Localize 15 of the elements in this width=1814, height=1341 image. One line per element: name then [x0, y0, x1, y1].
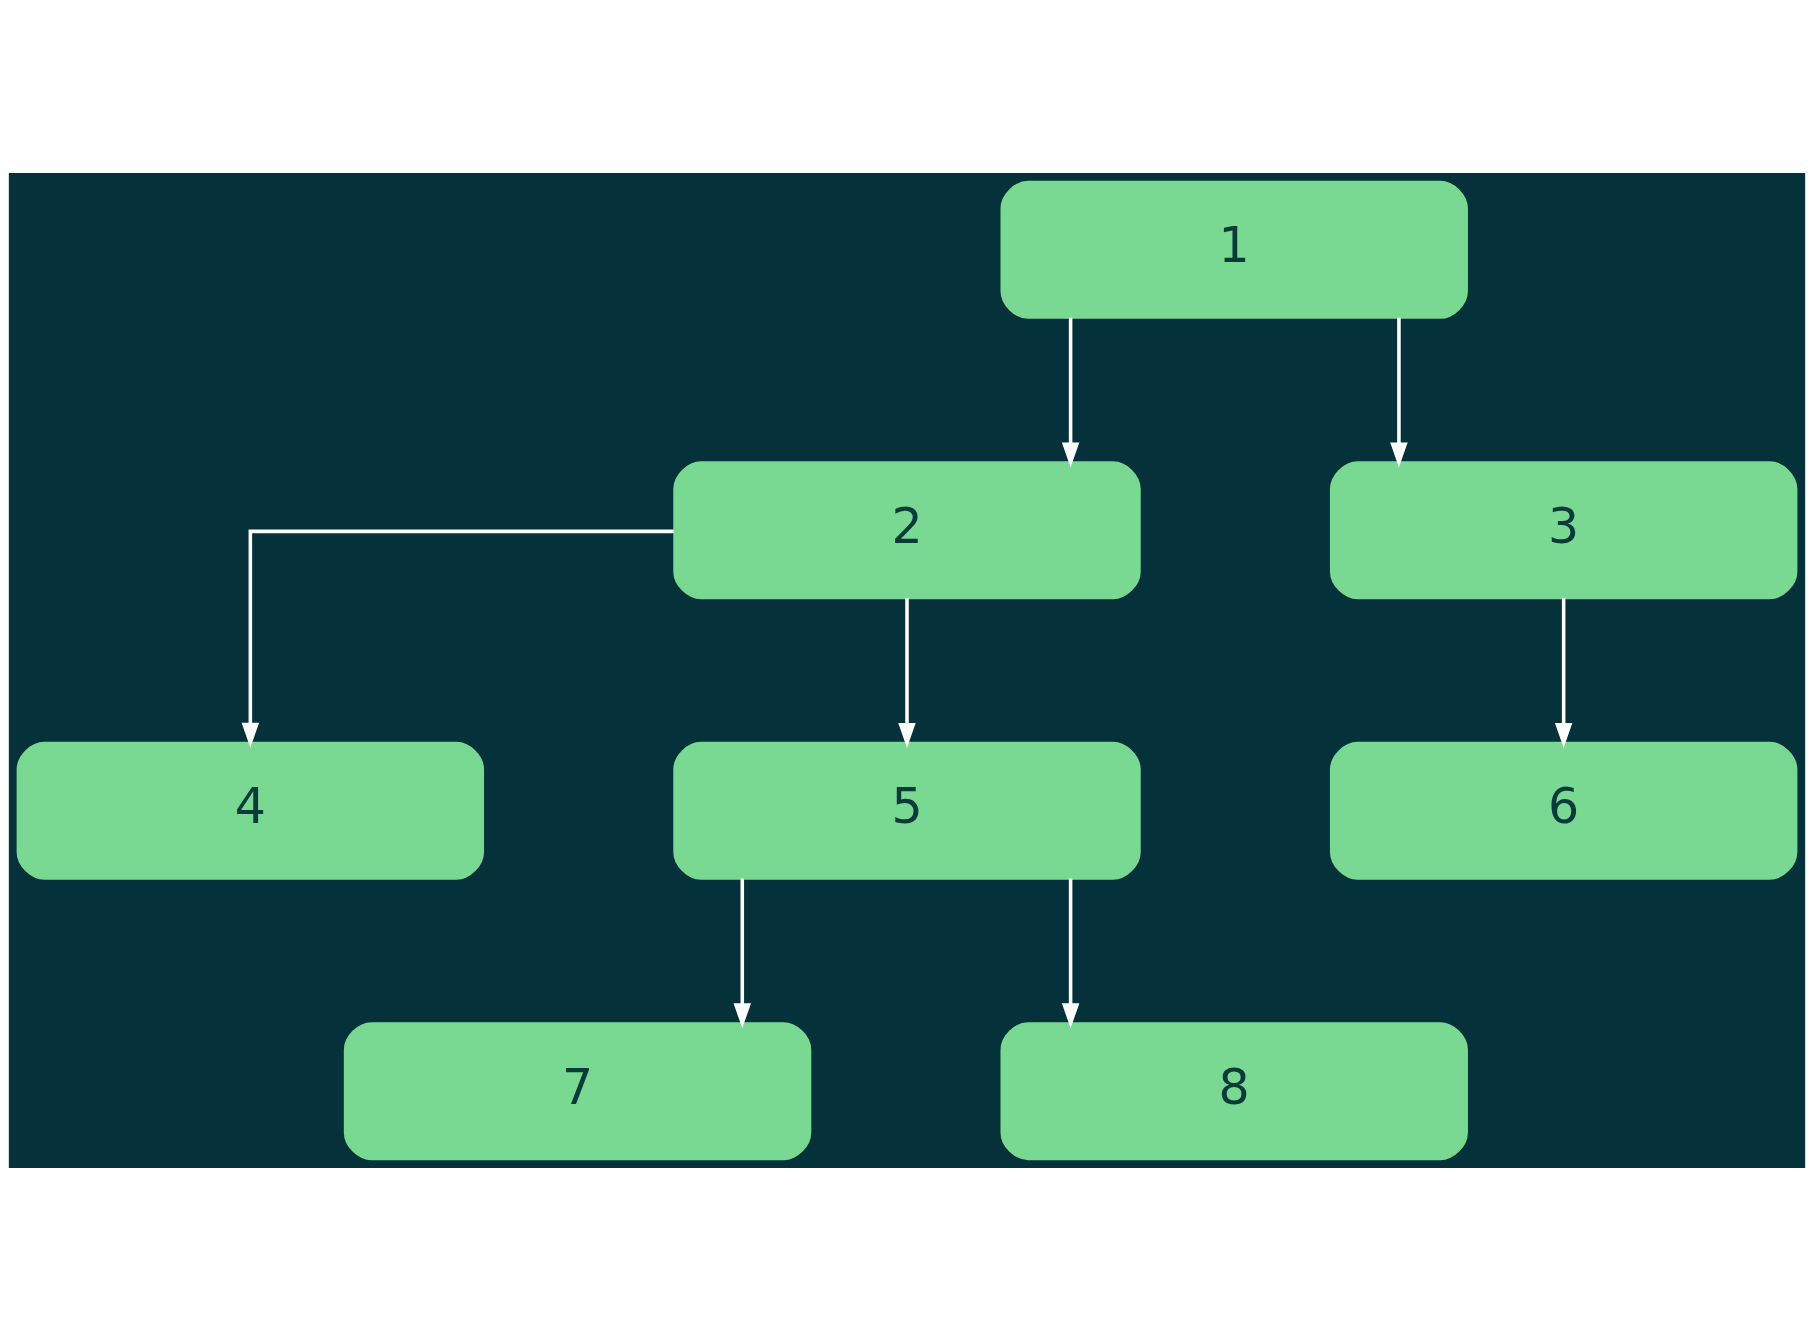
arrow — [1061, 878, 1080, 1029]
arrow — [1554, 598, 1573, 748]
node-box: 4 — [16, 741, 485, 880]
node-box: 8 — [1000, 1022, 1468, 1161]
arrow — [1390, 317, 1408, 468]
arrow — [1061, 317, 1080, 468]
node-box: 2 — [673, 461, 1141, 600]
node-box: 1 — [1000, 180, 1468, 319]
arrow — [898, 598, 916, 748]
node-box: 3 — [1329, 461, 1798, 600]
node-box: 7 — [343, 1022, 812, 1161]
node-box: 6 — [1329, 741, 1798, 880]
arrow — [733, 878, 751, 1029]
node-box: 5 — [673, 741, 1141, 880]
arrow — [241, 529, 674, 748]
